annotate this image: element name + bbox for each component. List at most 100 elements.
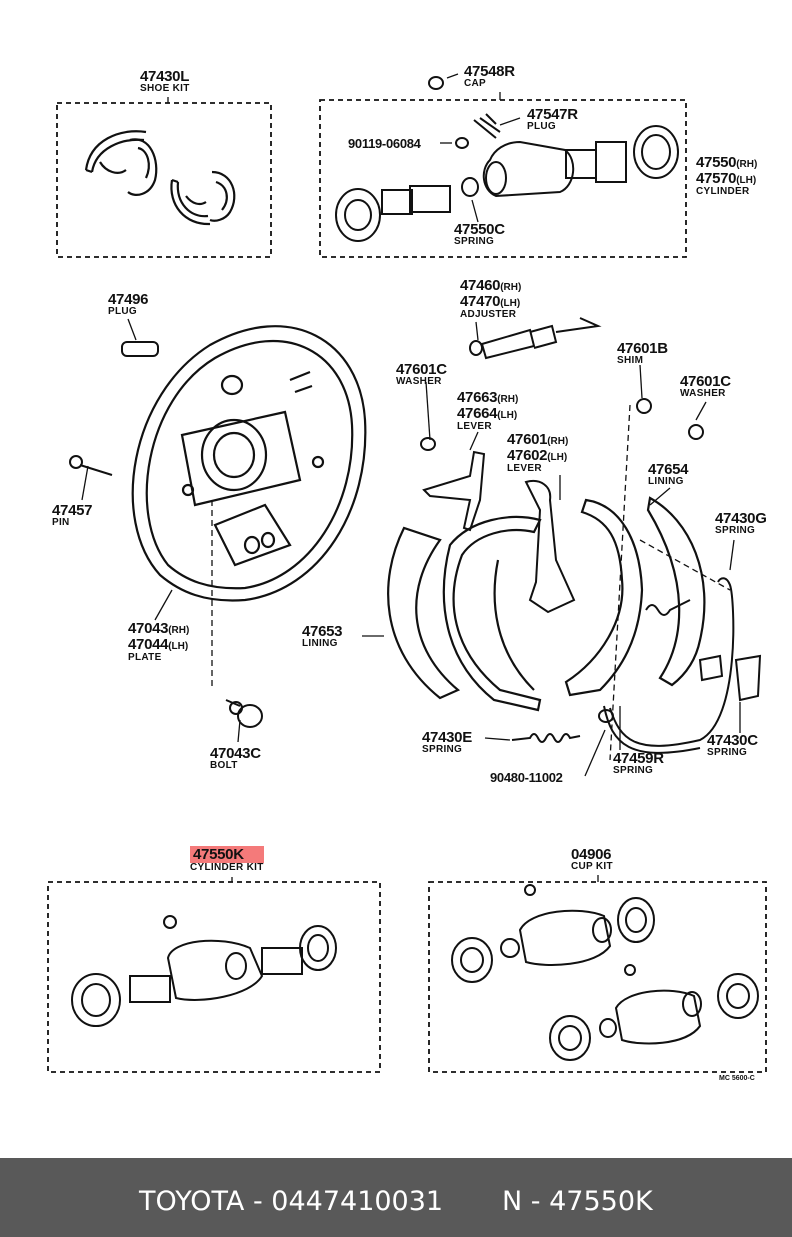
part-number: 47430E [422, 729, 472, 746]
part-name: PIN [52, 517, 70, 528]
backing-plate-drawing [131, 325, 367, 602]
part-name: WASHER [680, 388, 726, 399]
part-number: 47653 [302, 623, 343, 640]
part-number: 47654 [648, 461, 689, 478]
part-number: 47547R [527, 106, 578, 123]
side: (RH) [500, 282, 522, 293]
label-47653: 47653 LINING [302, 623, 343, 649]
part-number: 47601C [680, 373, 731, 390]
cylinder-kit-drawing [71, 915, 337, 1027]
side: (LH) [736, 175, 757, 186]
washer-shim-drawing [420, 398, 704, 451]
label-47601B: 47601B SHIM [617, 341, 668, 366]
cup-kit-drawing [451, 884, 759, 1061]
label-04906: 04906 CUP KIT [571, 847, 613, 872]
part-number: 47550C [454, 221, 505, 238]
part-name: SPRING [454, 236, 495, 247]
diagram-code: MC 5600-C [719, 1075, 755, 1082]
part-number: 47430C [707, 732, 758, 749]
part-name: SPRING [715, 525, 756, 536]
side: (RH) [547, 436, 569, 447]
part-name: CYLINDER [696, 186, 750, 197]
label-47043-47044: 47043(RH) 47044(LH) PLATE [128, 621, 189, 663]
label-47430C: 47430C SPRING [707, 733, 758, 758]
footer-part-number: TOYOTA - 0447410031 [139, 1186, 444, 1217]
part-name: ADJUSTER [460, 309, 517, 320]
part-number: 04906 [571, 846, 612, 863]
part-number: 47548R [464, 63, 515, 80]
adjuster-drawing [469, 317, 602, 360]
part-number: 47459R [613, 750, 664, 767]
part-number: 90119-06084 [348, 136, 421, 151]
label-47459R: 47459R SPRING [613, 751, 664, 776]
part-name: PLUG [527, 121, 556, 132]
part-name: CUP KIT [571, 861, 613, 872]
side: (RH) [736, 159, 758, 170]
label-47654: 47654 LINING [648, 461, 689, 487]
plug-drawing [121, 341, 159, 357]
cylinder-box [319, 99, 687, 258]
part-number: 47430G [715, 510, 767, 527]
side: (LH) [547, 452, 568, 463]
label-47547R: 47547R PLUG [527, 107, 578, 132]
label-47550C: 47550C SPRING [454, 222, 505, 247]
label-47601C-right: 47601C WASHER [680, 374, 731, 399]
part-name: LEVER [507, 463, 542, 474]
wheel-cylinder-drawing [335, 76, 679, 242]
springs-drawing [511, 577, 762, 754]
label-47601-47602: 47601(RH) 47602(LH) LEVER [507, 432, 568, 474]
label-47663-47664: 47663(RH) 47664(LH) LEVER [457, 390, 518, 432]
part-name: PLUG [108, 306, 137, 317]
label-90119-06084: 90119-06084 [348, 136, 421, 152]
label-47043C: 47043C BOLT [210, 746, 261, 771]
part-number: 47602 [507, 447, 548, 464]
part-name: CAP [464, 78, 487, 89]
exploded-parts-diagram [47, 73, 767, 1073]
cylinder-kit-box [47, 881, 381, 1073]
part-number: 47570 [696, 170, 737, 187]
part-number: 47601B [617, 340, 668, 357]
part-number: 47470 [460, 293, 501, 310]
part-name: SPRING [707, 747, 748, 758]
shoe-kit-box [56, 102, 272, 258]
part-number: 47601 [507, 431, 548, 448]
pin-drawing [69, 455, 113, 476]
label-47430G: 47430G SPRING [715, 511, 767, 536]
side: (LH) [168, 641, 189, 652]
label-47550K: 47550K CYLINDER KIT [190, 846, 264, 873]
part-name: SPRING [422, 744, 463, 755]
part-number: 47601C [396, 361, 447, 378]
part-number: 47550 [696, 154, 737, 171]
part-name: WASHER [396, 376, 442, 387]
part-number: 90480-11002 [490, 770, 563, 785]
label-47457: 47457 PIN [52, 502, 93, 528]
shoe-kit-drawing [84, 130, 236, 226]
part-number: 47496 [108, 291, 149, 308]
part-number: 47663 [457, 389, 498, 406]
label-47550-47570: 47550(RH) 47570(LH) CYLINDER [696, 155, 757, 197]
label-47601C-left: 47601C WASHER [396, 362, 447, 387]
side: (LH) [500, 298, 521, 309]
part-number-highlighted: 47550K [190, 846, 264, 863]
part-name: PLATE [128, 652, 162, 663]
part-number: 47430L [140, 68, 190, 85]
part-number: 47460 [460, 277, 501, 294]
part-name: LINING [302, 638, 338, 649]
linings-shoes-drawing [387, 496, 706, 712]
label-47496: 47496 PLUG [108, 291, 149, 317]
label-47430E: 47430E SPRING [422, 730, 472, 755]
part-name: BOLT [210, 760, 238, 771]
part-name: SPRING [613, 765, 654, 776]
part-number: 47457 [52, 502, 93, 519]
part-number: 47043 [128, 620, 169, 637]
label-47548R: 47548R CAP [464, 64, 515, 89]
part-number: 47664 [457, 405, 498, 422]
part-number: 47044 [128, 636, 169, 653]
bolt-drawing [225, 699, 263, 728]
part-name: SHIM [617, 355, 644, 366]
part-name: SHOE KIT [140, 83, 190, 94]
label-47460-47470: 47460(RH) 47470(LH) ADJUSTER [460, 278, 521, 320]
label-90480-11002: 90480-11002 [490, 770, 563, 786]
part-name: CYLINDER KIT [190, 862, 264, 873]
lever-drawing [422, 450, 576, 614]
